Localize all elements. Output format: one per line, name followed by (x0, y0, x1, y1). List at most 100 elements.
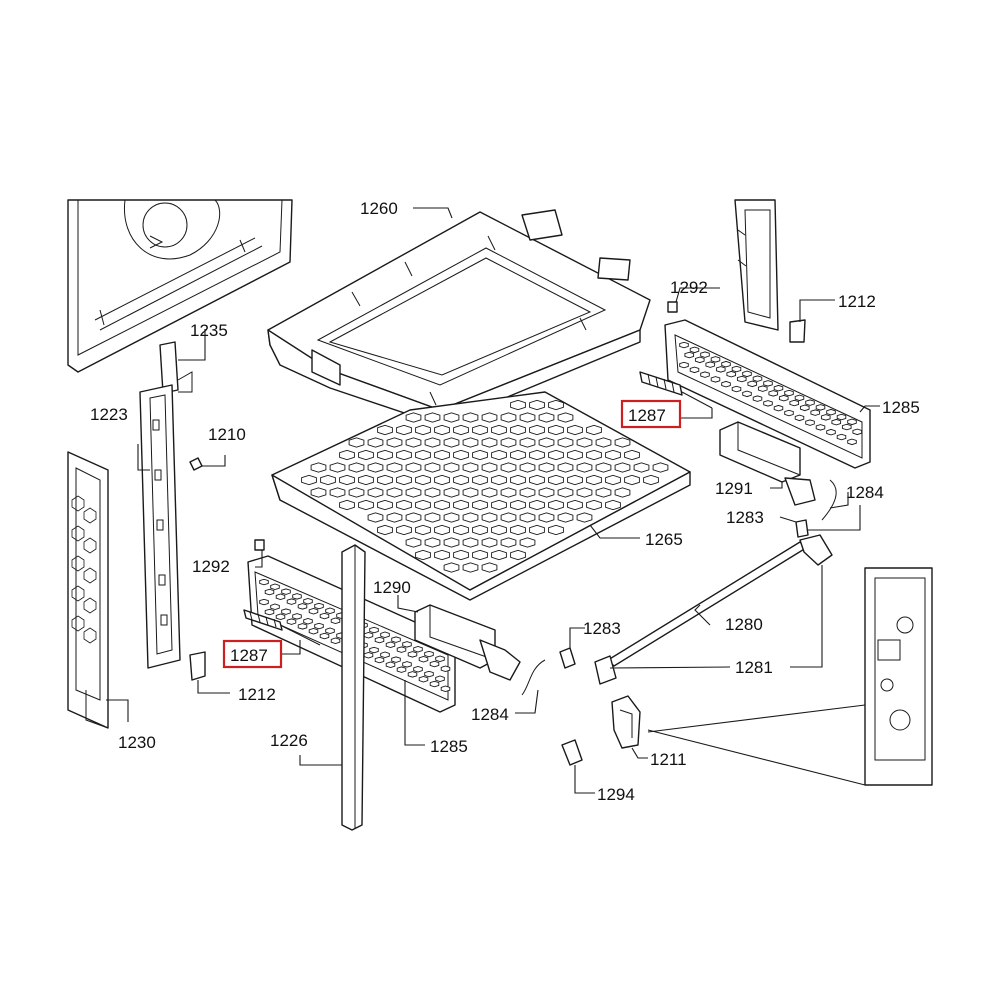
label-1260: 1260 (360, 199, 398, 218)
tray-hex-cell (605, 499, 621, 511)
label-1285-left: 1285 (430, 737, 468, 756)
panel-hex-cell (684, 351, 695, 359)
panel-hex-cell (303, 598, 313, 605)
panel-hex-cell (275, 613, 286, 620)
tray-hex-cell (320, 474, 336, 486)
panel-hex-cell (847, 438, 857, 446)
tray-hex-cell (557, 462, 574, 473)
tray-hex-cell (386, 487, 403, 498)
panel-hex-cell (831, 418, 842, 426)
tray-hex-cell (462, 487, 479, 498)
tray-hex-cell (453, 424, 469, 436)
panel-hex-cell (731, 385, 742, 393)
label-1223: 1223 (90, 405, 128, 424)
tray-hex-cell (396, 499, 412, 511)
tray-hex-cell (586, 499, 602, 511)
panel-hex-cell (826, 408, 836, 416)
panel-hex-cell (297, 623, 308, 630)
tray-hex-cell (529, 424, 545, 436)
tray-hex-cell (310, 462, 327, 473)
panel-hex-cell (742, 390, 752, 398)
tray-hex-cell (557, 412, 574, 423)
tray-hex-cell (576, 462, 593, 473)
part-1283-knob-lower (559, 647, 576, 669)
part-1210-clip (189, 457, 203, 471)
tray-hex-cell (481, 412, 498, 423)
label-1287-right: 1287 (628, 406, 666, 425)
label-1284-right: 1284 (846, 483, 884, 502)
part-1287-rod-left (243, 609, 321, 646)
tray-hex-cell (605, 474, 621, 486)
tray-hex-cell (453, 549, 469, 561)
panel-hex-cell (374, 636, 385, 644)
tray-hex-cell (500, 537, 517, 548)
panel-hex-cell (330, 637, 341, 644)
part-1283-knob-upper (795, 519, 809, 538)
panel-hex-cell (784, 389, 794, 397)
tray-hex-cell (491, 449, 507, 461)
label-1226: 1226 (270, 731, 308, 750)
tray-hex-cell (548, 399, 564, 411)
tray-hex-cell (329, 462, 346, 473)
tray-hex-cell (358, 449, 374, 461)
tray-hex-cell (443, 562, 460, 573)
part-1212-bracket-left (189, 651, 206, 681)
tray-hex-cell (548, 474, 564, 486)
label-1281: 1281 (735, 658, 773, 677)
panel-hex-cell (794, 394, 805, 402)
label-1211: 1211 (650, 750, 687, 769)
tray-hex-cell (538, 462, 555, 473)
tray-hex-cell (548, 499, 564, 511)
tray-hex-cell (614, 437, 631, 448)
tray-hex-cell (557, 487, 574, 498)
panel-hex-cell (407, 651, 418, 658)
panel-hex-cell (757, 385, 768, 392)
tray-hex-cell (415, 524, 431, 536)
tray-hex-cell (396, 474, 412, 486)
tray-hex-cell (462, 562, 479, 573)
tray-hex-cell (339, 499, 355, 511)
panel-hex-cell (841, 423, 852, 431)
part-1284-wire-lower (521, 659, 546, 696)
oven-body-top-left (67, 199, 293, 373)
tray-hex-cell (510, 499, 526, 511)
panel-hex-cell (413, 646, 423, 653)
panel-hex-cell (773, 404, 784, 412)
tray-hex-cell (586, 474, 602, 486)
tray-hex-cell (481, 462, 498, 473)
label-1212-right: 1212 (838, 292, 876, 311)
part-1226-vertical-bar (341, 544, 366, 831)
panel-hex-cell (826, 428, 836, 436)
panel-hex-cell (836, 413, 847, 421)
panel-hex-cell (815, 404, 826, 411)
tray-hex-cell (510, 424, 526, 436)
part-1281-end (594, 655, 617, 685)
tray-hex-cell (576, 437, 593, 448)
panel-hex-cell (418, 676, 429, 683)
tray-hex-cell (481, 512, 498, 523)
panel-hex-cell (369, 646, 379, 654)
detail-inset (647, 567, 933, 786)
tray-hex-cell (491, 474, 507, 486)
panel-hex-cell (815, 424, 826, 431)
tray-hex-cell (519, 487, 536, 498)
tray-hex-cell (377, 449, 393, 461)
tray-hex-cell (424, 437, 441, 448)
tray-hex-cell (443, 487, 460, 498)
tray-hex-cell (453, 524, 469, 536)
part-1284-wire-upper (821, 479, 837, 521)
tray-hex-cell (377, 424, 393, 436)
panel-hex-cell (297, 603, 308, 610)
panel-hex-cell (721, 380, 731, 388)
tray-hex-cell (624, 474, 640, 486)
tray-hex-cell (339, 474, 355, 486)
panel-hex-cell (319, 632, 330, 640)
tray-hex-cell (443, 437, 460, 448)
tray-hex-cell (443, 412, 460, 423)
panel-hex-cell (286, 598, 297, 605)
tray-hex-cell (310, 487, 327, 498)
panel-hex-cell (391, 636, 401, 643)
tray-hex-cell (472, 524, 488, 536)
panel-hex-cell (259, 598, 269, 606)
label-1212-left: 1212 (238, 685, 276, 704)
